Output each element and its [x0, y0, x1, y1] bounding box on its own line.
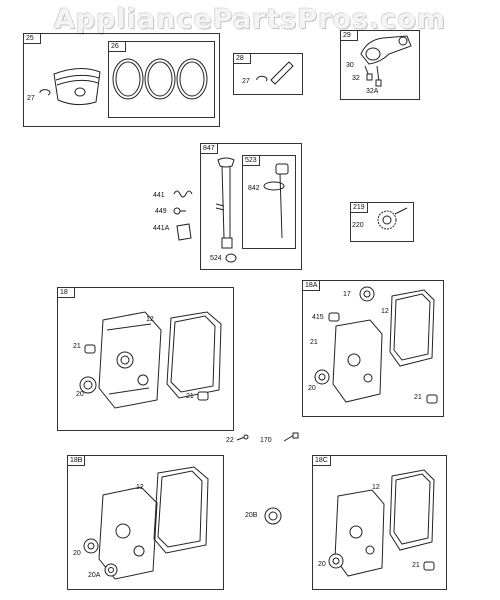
- gasket-18b-drawing: [152, 465, 212, 555]
- screw-22-drawing: [236, 434, 250, 444]
- panel-28-tag: 28: [233, 53, 251, 64]
- oil-seal-18c-drawing: [327, 552, 345, 570]
- crankcase-cover-18c-drawing: [332, 488, 387, 578]
- piston-drawing: [50, 60, 110, 110]
- seal-20b-drawing: [263, 506, 283, 526]
- label-524: 524: [210, 255, 222, 262]
- label-27-pin: 27: [242, 78, 250, 85]
- plug-18c-drawing: [422, 560, 436, 572]
- panel-18b-tag: 18B: [67, 455, 86, 466]
- connecting-rod-drawing: [355, 32, 415, 92]
- panel-25-tag: 25: [23, 33, 41, 44]
- panel-219[interactable]: 219: [350, 202, 414, 242]
- dipstick-tube-drawing: [212, 156, 242, 256]
- label-18a-17: 17: [343, 291, 351, 298]
- label-842: 842: [248, 185, 260, 192]
- governor-clamp-drawing: [175, 222, 193, 242]
- label-18a-21a: 21: [310, 339, 318, 346]
- panel-847-tag: 847: [200, 143, 218, 154]
- panel-18-tag: 18: [57, 287, 75, 298]
- gasket-18a-drawing: [388, 288, 438, 368]
- label-220: 220: [352, 222, 364, 229]
- tube-seal-drawing: [225, 253, 237, 263]
- panel-18[interactable]: 18: [57, 287, 234, 431]
- crankcase-cover-18a-drawing: [330, 318, 385, 403]
- crankcase-cover-18-drawing: [95, 310, 165, 410]
- label-18c-20: 20: [318, 561, 326, 568]
- label-32: 32: [352, 75, 360, 82]
- label-18-20: 20: [76, 391, 84, 398]
- label-22: 22: [226, 437, 234, 444]
- seal-20a-drawing: [103, 562, 119, 578]
- site-watermark: AppliancePartsPros.com: [53, 4, 447, 35]
- oil-seal-18a-top-drawing: [358, 285, 376, 303]
- panel-18a-tag: 18A: [302, 280, 321, 291]
- label-32a: 32A: [366, 88, 379, 95]
- label-441a: 441A: [153, 225, 170, 232]
- label-449: 449: [155, 208, 167, 215]
- panel-26[interactable]: 26: [108, 41, 215, 118]
- piston-pin-clip-drawing: [38, 88, 52, 98]
- panel-26-tag: 26: [108, 41, 126, 52]
- label-18b-20a: 20A: [88, 572, 101, 579]
- oil-seal-18b-drawing: [82, 537, 100, 555]
- gasket-18-drawing: [165, 310, 225, 400]
- panel-523-tag: 523: [242, 155, 260, 166]
- label-18c-21: 21: [412, 562, 420, 569]
- label-18a-20: 20: [308, 385, 316, 392]
- gasket-18c-drawing: [388, 468, 438, 553]
- label-18-21a: 21: [73, 343, 81, 350]
- label-18b-20: 20: [73, 550, 81, 557]
- panel-18c[interactable]: 18C: [312, 455, 447, 590]
- plug-18a-21-drawing: [425, 393, 439, 405]
- piston-pin-drawing: [255, 58, 295, 88]
- panel-523[interactable]: 523: [242, 155, 296, 249]
- panel-847[interactable]: 847: [200, 143, 302, 270]
- label-27-piston: 27: [27, 95, 35, 102]
- governor-gear-drawing: [375, 204, 409, 234]
- dipstick-drawing: [262, 162, 292, 242]
- governor-spring-drawing: [172, 186, 192, 202]
- panel-28[interactable]: 28: [233, 53, 303, 95]
- panel-18c-tag: 18C: [312, 455, 331, 466]
- label-18a-12: 12: [381, 308, 389, 315]
- label-18c-12: 12: [372, 484, 380, 491]
- plug-18b-drawing: [196, 390, 210, 402]
- piston-rings-drawing: [110, 54, 210, 104]
- label-20b: 20B: [245, 512, 258, 519]
- panel-219-tag: 219: [350, 202, 368, 213]
- panel-29[interactable]: 29: [340, 30, 420, 100]
- oil-seal-18-drawing: [78, 375, 98, 395]
- label-18a-415: 415: [312, 314, 324, 321]
- governor-screw-drawing: [173, 206, 187, 216]
- panel-25[interactable]: 25: [23, 33, 220, 127]
- crankcase-cover-18b-drawing: [95, 485, 160, 580]
- plug-18a-drawing: [83, 343, 97, 355]
- bolt-170-drawing: [283, 432, 299, 444]
- label-441: 441: [153, 192, 165, 199]
- panel-18b[interactable]: 18B: [67, 455, 224, 590]
- panel-29-tag: 29: [340, 30, 358, 41]
- label-18-21b: 21: [186, 393, 194, 400]
- label-18a-21b: 21: [414, 394, 422, 401]
- label-170: 170: [260, 437, 272, 444]
- breather-415-drawing: [327, 311, 341, 323]
- panel-18a[interactable]: 18A: [302, 280, 444, 417]
- label-18b-12: 12: [136, 484, 144, 491]
- label-18-12: 12: [146, 316, 154, 323]
- oil-seal-18a-drawing: [313, 368, 331, 386]
- label-30: 30: [346, 62, 354, 69]
